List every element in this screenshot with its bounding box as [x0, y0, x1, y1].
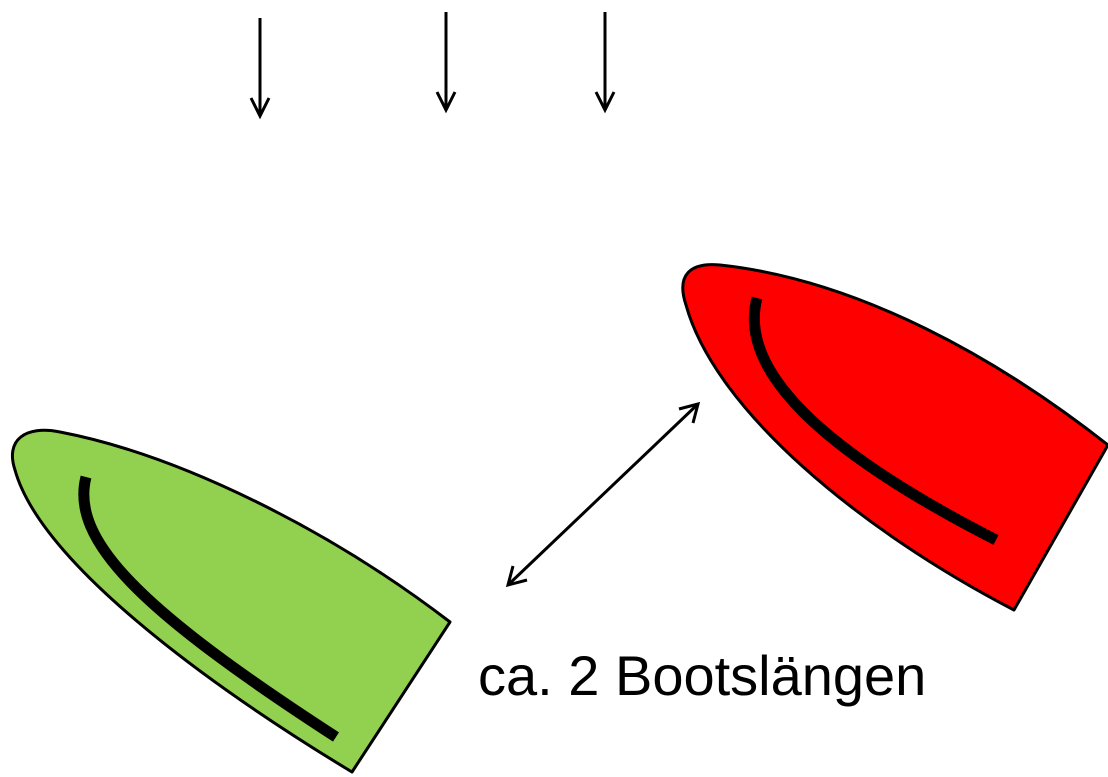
green-boat-sail: [78, 475, 339, 742]
wind-arrows: [249, 12, 616, 120]
green-boat: [10, 428, 452, 774]
red-boat: [681, 263, 1108, 612]
red-boat-sail: [748, 296, 999, 545]
red-boat-hull: [681, 263, 1108, 612]
wind-arrow-icon: [249, 18, 271, 120]
wind-arrow-icon: [594, 12, 616, 114]
double-headed-arrow-icon: [505, 401, 701, 588]
distance-label: ca. 2 Bootslängen: [478, 644, 926, 707]
wind-arrow-icon: [435, 12, 457, 114]
green-boat-hull: [10, 428, 452, 774]
